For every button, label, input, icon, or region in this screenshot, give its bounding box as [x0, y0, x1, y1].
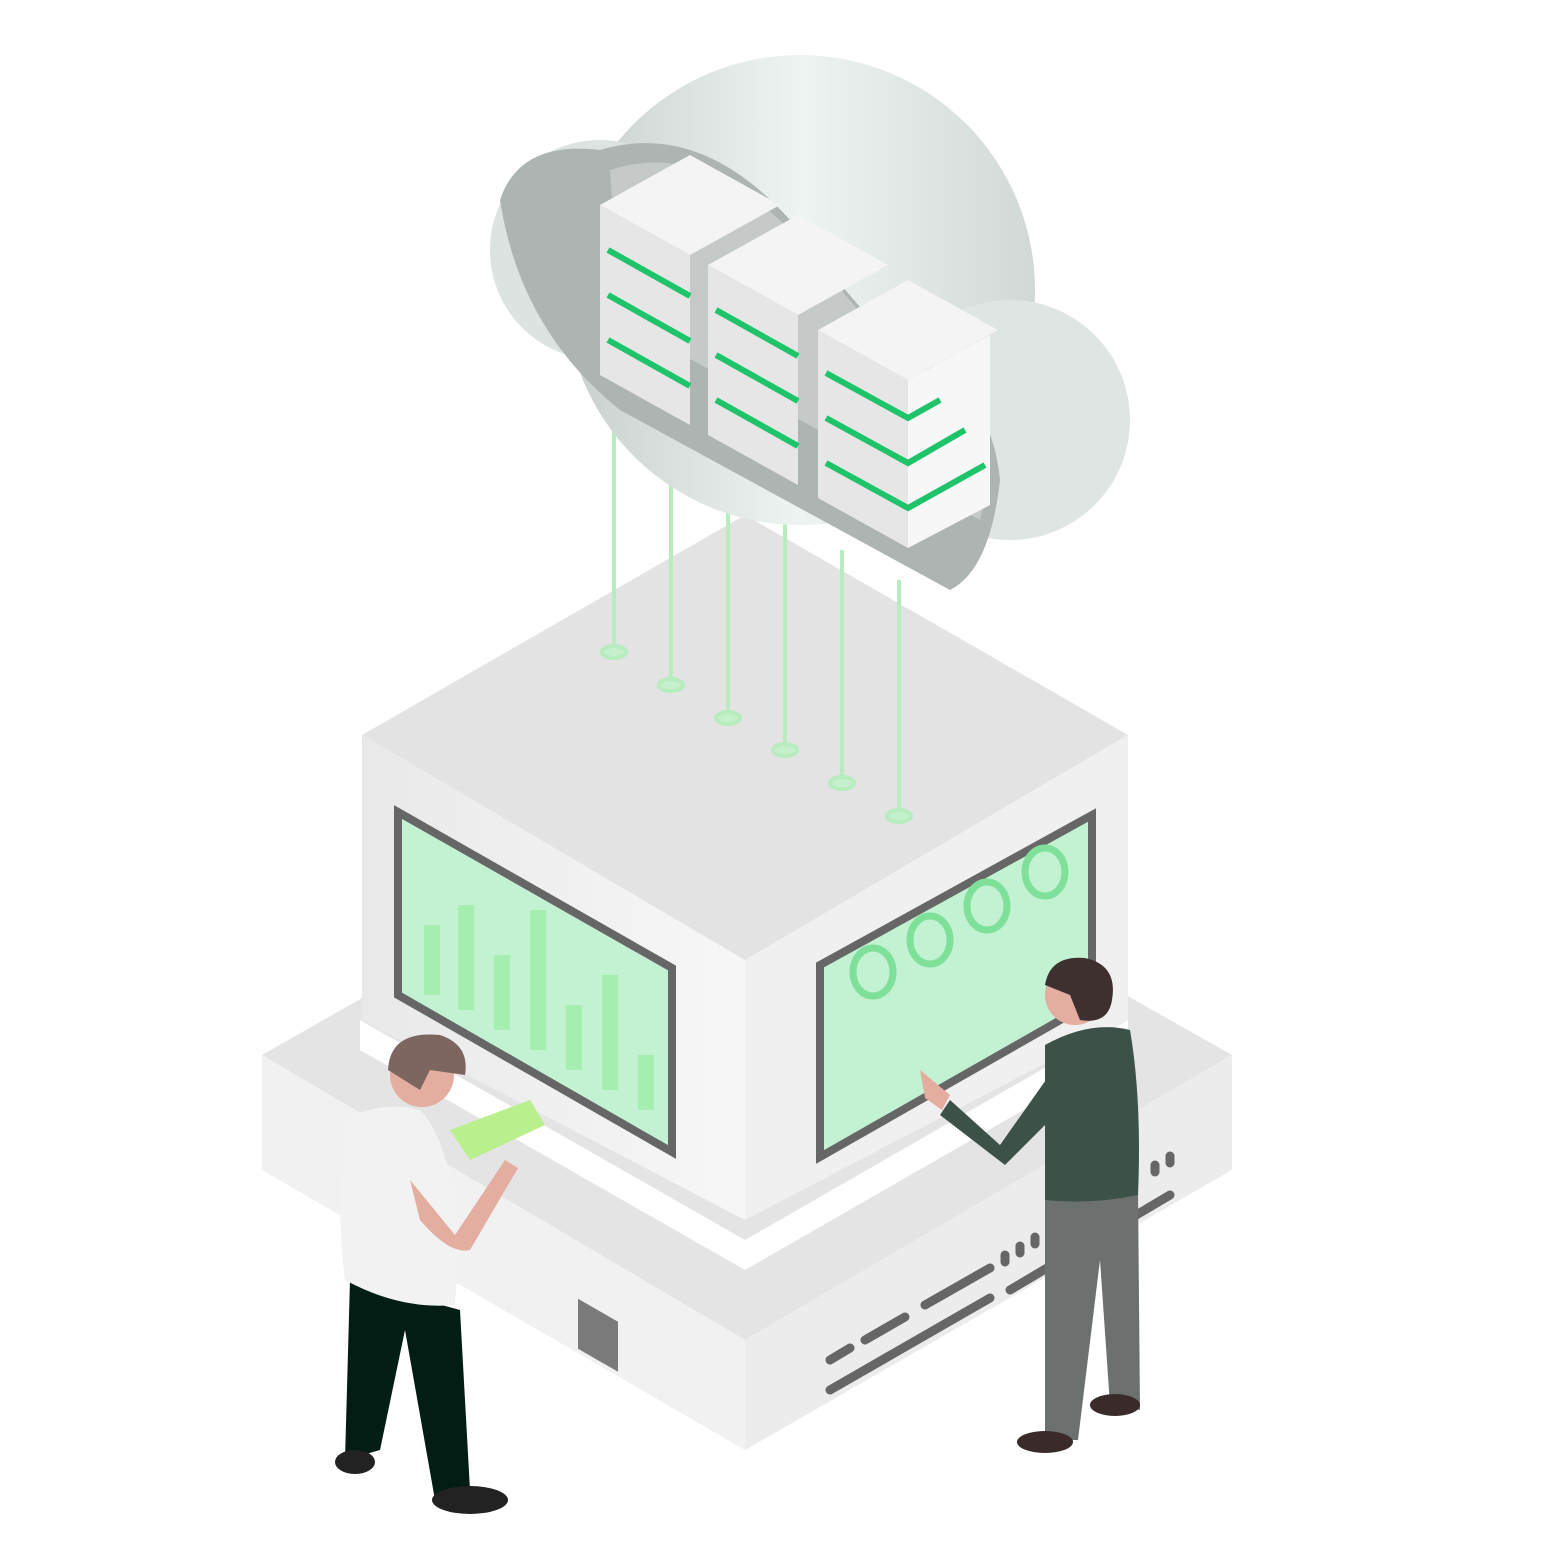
port-slot: [578, 1298, 618, 1372]
bar-chart-icon: [424, 905, 654, 1110]
cloud-icon: [490, 55, 1130, 591]
server-stack-2: [708, 215, 888, 485]
server-cube: [362, 515, 1128, 1220]
connection-lines: [600, 420, 913, 824]
person-icon-right: [920, 957, 1140, 1453]
server-stack-1: [600, 155, 780, 425]
vent-slots: [825, 1151, 1175, 1395]
server-stack-icon: [600, 155, 998, 548]
server-stack-3: [818, 280, 998, 548]
donut-chart-icon: [849, 844, 1069, 1000]
person-icon-left: [335, 1034, 545, 1514]
tablet: [450, 1100, 545, 1160]
